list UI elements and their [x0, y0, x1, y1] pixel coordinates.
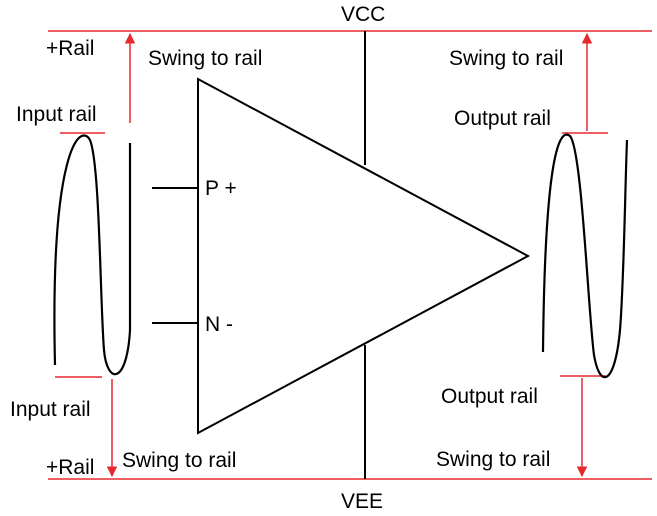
plus-rail-top-label: +Rail: [46, 37, 94, 60]
output-sine-wave: [541, 133, 629, 379]
swing-top-left-label: Swing to rail: [148, 47, 262, 70]
p-input-label: P +: [205, 177, 237, 200]
op-amp-triangle: [197, 77, 531, 435]
output-rail-bottom-label: Output rail: [441, 385, 538, 408]
swing-bottom-right-label: Swing to rail: [436, 448, 550, 471]
vcc-label: VCC: [341, 3, 385, 26]
input-rail-bottom-label: Input rail: [10, 398, 91, 421]
swing-top-right-label: Swing to rail: [449, 47, 563, 70]
n-input-label: N -: [205, 313, 233, 336]
vee-label: VEE: [341, 490, 383, 513]
input-rail-top-label: Input rail: [16, 103, 97, 126]
input-sine-wave: [53, 134, 132, 376]
output-rail-top-label: Output rail: [454, 107, 551, 130]
swing-bottom-left-label: Swing to rail: [122, 449, 236, 472]
plus-rail-bottom-label: +Rail: [46, 456, 94, 479]
